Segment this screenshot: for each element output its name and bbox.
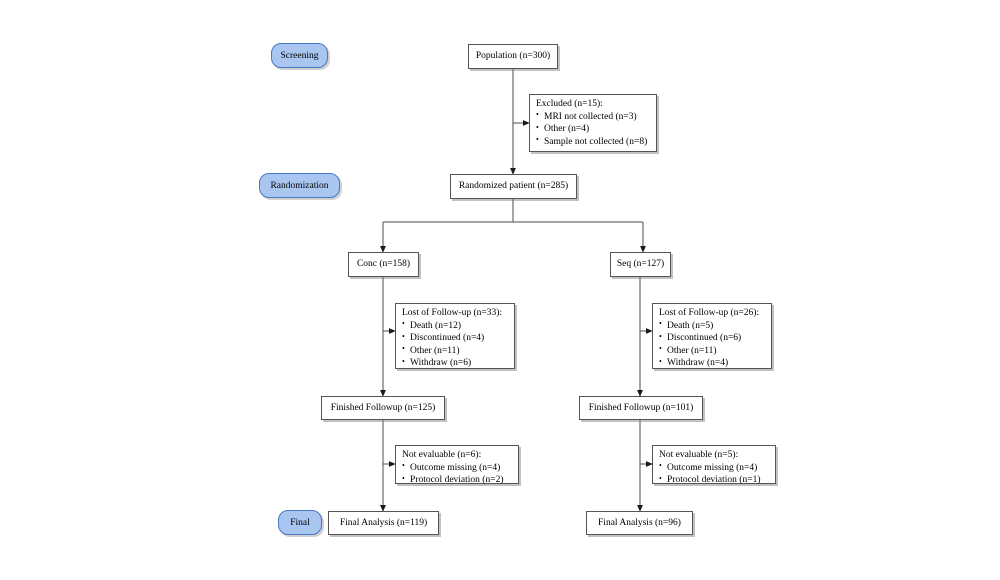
list-item: Discontinued (n=6) (659, 332, 765, 345)
stage-pill-final-label: Final (290, 517, 310, 528)
list-item: MRI not collected (n=3) (536, 110, 650, 124)
node-seq-not-evaluable-list: Outcome missing (n=4) Protocol deviation… (659, 461, 769, 487)
stage-pill-randomization: Randomization (259, 173, 340, 198)
list-item: Withdraw (n=4) (659, 357, 765, 370)
node-excluded-list: MRI not collected (n=3) Other (n=4) Samp… (536, 110, 650, 149)
list-item: Death (n=12) (402, 319, 508, 333)
node-seq-not-evaluable-head: Not evaluable (n=5): (659, 450, 739, 460)
node-randomized-patient: Randomized patient (n=285) (450, 174, 577, 199)
list-item: Protocol deviation (n=1) (659, 474, 769, 487)
node-population-label: Population (n=300) (475, 51, 551, 62)
stage-pill-screening: Screening (271, 43, 328, 68)
node-seq-final-analysis: Final Analysis (n=96) (586, 511, 693, 535)
node-conc-not-evaluable-list: Outcome missing (n=4) Protocol deviation… (402, 461, 512, 487)
node-conc-finished-followup-label: Finished Followup (n=125) (330, 402, 436, 413)
node-seq: Seq (n=127) (610, 252, 671, 277)
stage-pill-randomization-label: Randomization (270, 180, 329, 191)
node-conc-final-analysis: Final Analysis (n=119) (328, 511, 439, 535)
list-item: Outcome missing (n=4) (402, 461, 512, 475)
list-item: Other (n=11) (659, 344, 765, 358)
edge-population-to-excluded (512, 69, 530, 126)
node-conc-label: Conc (n=158) (356, 259, 411, 270)
node-seq-not-evaluable: Not evaluable (n=5): Outcome missing (n=… (652, 445, 776, 487)
node-seq-label: Seq (n=127) (616, 259, 665, 270)
node-randomized-patient-label: Randomized patient (n=285) (458, 181, 569, 192)
list-item: Withdraw (n=6) (402, 357, 508, 370)
node-population: Population (n=300) (468, 44, 558, 69)
node-seq-lost-followup: Lost of Follow-up (n=26): Death (n=5) Di… (652, 303, 772, 369)
list-item: Sample not collected (n=8) (536, 135, 650, 149)
list-item: Death (n=5) (659, 319, 765, 333)
stage-pill-final: Final (278, 510, 322, 535)
node-conc-final-analysis-label: Final Analysis (n=119) (339, 517, 428, 528)
node-seq-finished-followup-label: Finished Followup (n=101) (588, 402, 694, 413)
node-seq-finished-followup: Finished Followup (n=101) (579, 396, 703, 420)
node-seq-final-analysis-label: Final Analysis (n=96) (598, 517, 681, 528)
list-item: Protocol deviation (n=2) (402, 474, 512, 487)
node-conc-lost-followup: Lost of Follow-up (n=33): Death (n=12) D… (395, 303, 515, 369)
node-conc-not-evaluable: Not evaluable (n=6): Outcome missing (n=… (395, 445, 519, 487)
list-item: Outcome missing (n=4) (659, 461, 769, 475)
node-seq-lost-followup-head: Lost of Follow-up (n=26): (659, 308, 760, 318)
node-conc-finished-followup: Finished Followup (n=125) (321, 396, 445, 420)
node-conc-not-evaluable-head: Not evaluable (n=6): (402, 450, 482, 460)
list-item: Other (n=4) (536, 123, 650, 136)
node-conc: Conc (n=158) (348, 252, 419, 277)
node-conc-lost-followup-list: Death (n=12) Discontinued (n=4) Other (n… (402, 319, 508, 370)
list-item: Other (n=11) (402, 344, 508, 358)
node-excluded-head: Excluded (n=15): (536, 99, 603, 109)
node-excluded: Excluded (n=15): MRI not collected (n=3)… (529, 94, 657, 152)
list-item: Discontinued (n=4) (402, 332, 508, 345)
node-conc-lost-followup-head: Lost of Follow-up (n=33): (402, 308, 503, 318)
node-seq-lost-followup-list: Death (n=5) Discontinued (n=6) Other (n=… (659, 319, 765, 370)
stage-pill-screening-label: Screening (280, 50, 319, 61)
